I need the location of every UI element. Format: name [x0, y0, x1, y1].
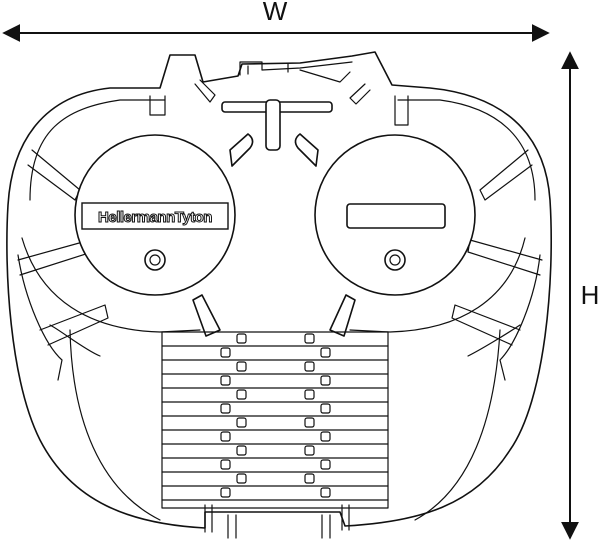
top-clip-inner — [247, 63, 351, 83]
height-label: H — [581, 280, 600, 310]
splice-clips-left — [220, 333, 247, 498]
right-spool-screw — [384, 249, 406, 271]
bottom-latch-left — [204, 504, 213, 533]
height-dimension: H — [561, 51, 600, 540]
right-rib-bottom — [451, 304, 521, 346]
right-rib-upper — [479, 149, 533, 201]
right-hinge — [349, 83, 409, 126]
left-rib-bottom — [39, 304, 109, 346]
left-hinge — [149, 79, 216, 116]
bottom-latch-center-right — [321, 514, 331, 539]
splice-clip — [320, 403, 331, 414]
splice-clip — [320, 375, 331, 386]
center-post — [265, 99, 281, 151]
splice-clip — [220, 403, 231, 414]
width-dimension: W — [2, 0, 550, 42]
label-window — [346, 203, 446, 229]
left-spool-screw-inner — [149, 254, 161, 266]
splice-clip — [304, 389, 315, 400]
tray-outline — [69, 329, 501, 521]
splice-clip — [236, 445, 247, 456]
right-fiber-guide — [349, 237, 526, 333]
splice-clip — [320, 431, 331, 442]
bottom-latches — [204, 504, 350, 539]
splice-clips-right — [304, 333, 331, 498]
lower-right-edge — [499, 254, 541, 381]
splice-channels — [161, 345, 389, 501]
left-fiber-guide — [21, 237, 201, 333]
right-spool — [294, 133, 476, 337]
splice-clip — [236, 333, 247, 344]
splice-clip — [220, 347, 231, 358]
splice-clip — [220, 375, 231, 386]
cassette-outer-outline — [6, 51, 552, 529]
splice-clip — [304, 473, 315, 484]
bottom-latch-right — [341, 504, 350, 531]
width-label: W — [263, 0, 288, 26]
splice-clip — [304, 445, 315, 456]
inner-shell — [49, 324, 521, 357]
left-spool-tab-top — [229, 133, 254, 167]
right-spool-tab-bottom — [329, 294, 356, 337]
bottom-latch-center-left — [227, 514, 237, 539]
left-spool-tab-bottom — [192, 294, 221, 337]
cassette-inner-rim — [29, 99, 536, 201]
right-spool-tab-top — [294, 133, 319, 167]
splice-clip — [320, 487, 331, 498]
splice-clip — [236, 361, 247, 372]
splice-holder-frame — [161, 331, 389, 509]
logo-text: HellermannTyton — [98, 209, 212, 226]
splice-clip — [236, 473, 247, 484]
cassette-body — [6, 51, 552, 529]
top-clip — [239, 61, 353, 76]
left-spool: HellermannTyton — [74, 133, 254, 337]
splice-clip — [304, 361, 315, 372]
right-rib-lower — [467, 239, 543, 276]
logo-frame — [81, 202, 229, 230]
splice-clip — [320, 459, 331, 470]
splice-clip — [320, 347, 331, 358]
splice-clip — [304, 417, 315, 428]
left-spool-screw — [144, 249, 166, 271]
splice-clip — [220, 431, 231, 442]
splice-holder — [161, 331, 389, 509]
right-spool-screw-inner — [389, 254, 401, 266]
splice-clip — [236, 417, 247, 428]
splice-clip — [304, 333, 315, 344]
lower-left-edge — [17, 254, 63, 381]
splice-clip — [220, 487, 231, 498]
splice-clip — [236, 389, 247, 400]
splice-clip — [220, 459, 231, 470]
